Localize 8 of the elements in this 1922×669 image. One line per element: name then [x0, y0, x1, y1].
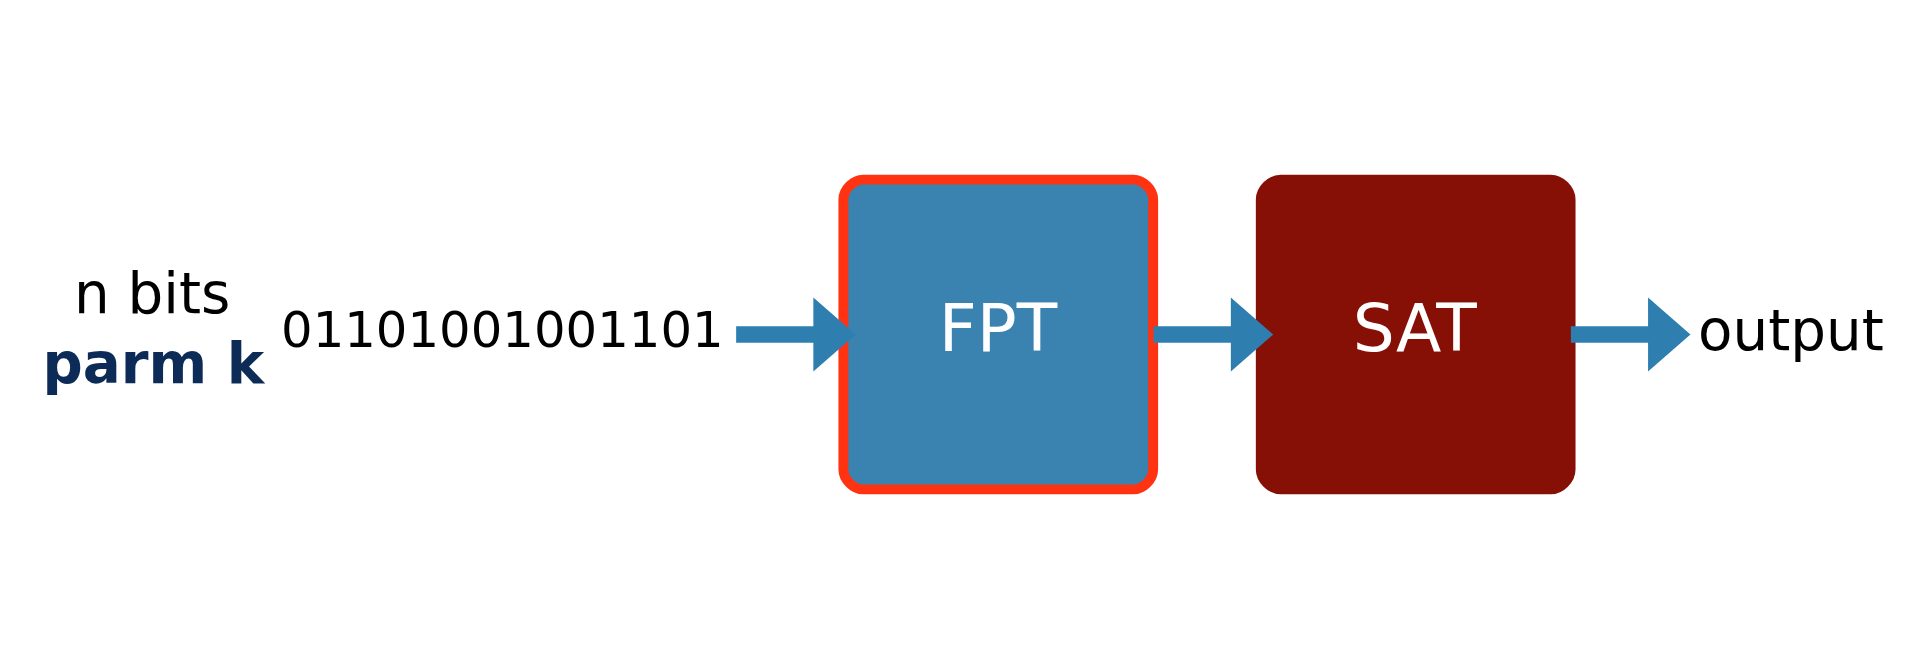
arrow [1153, 297, 1274, 372]
node-box: SAT [1255, 174, 1576, 495]
node-text: output [1698, 297, 1884, 363]
node-label: 01101001001101 [281, 300, 724, 359]
arrow [1570, 297, 1691, 372]
node-box: FPT [838, 174, 1159, 495]
arrow [736, 297, 856, 372]
node-text: n bits parm k [42, 261, 265, 396]
